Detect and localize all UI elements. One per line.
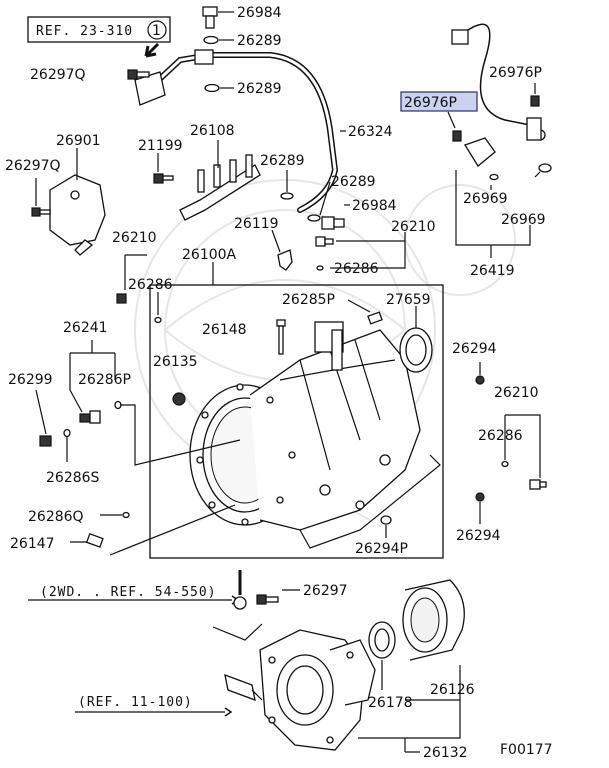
part-label-27659[interactable]: 27659 <box>386 292 431 308</box>
figure-code: F00177 <box>500 742 553 758</box>
part-label-26294[interactable]: 26294 <box>452 341 497 357</box>
part-label-26286[interactable]: 26286 <box>128 277 173 293</box>
part-label-26210[interactable]: 26210 <box>494 385 539 401</box>
part-label-26126[interactable]: 26126 <box>430 682 475 698</box>
bolt-icon <box>116 293 127 304</box>
part-label-26984[interactable]: 26984 <box>237 5 282 21</box>
part-labels: 26984 26289 26297Q 26289 26324 26901 211… <box>5 5 553 761</box>
o-ring-icon <box>538 163 552 173</box>
part-label-26289[interactable]: 26289 <box>237 81 282 97</box>
bolt-icon <box>202 6 218 29</box>
o-ring-icon <box>154 316 162 324</box>
plug-drawing <box>367 311 383 325</box>
svg-text:(2WD. . REF. 54-550): (2WD. . REF. 54-550) <box>40 585 217 600</box>
part-label-26289[interactable]: 26289 <box>331 174 376 190</box>
part-label-26324[interactable]: 26324 <box>348 124 393 140</box>
plug-drawing <box>79 410 101 424</box>
part-label-26976p[interactable]: 26976P <box>489 65 542 81</box>
part-label-26419[interactable]: 26419 <box>470 263 515 279</box>
part-label-26297[interactable]: 26297 <box>303 583 348 599</box>
transfer-case-drawing <box>259 629 376 751</box>
part-label-26119[interactable]: 26119 <box>234 216 279 232</box>
o-ring-icon <box>203 35 219 45</box>
part-label-26286q[interactable]: 26286Q <box>28 509 84 525</box>
svg-text:(REF. 11-100): (REF. 11-100) <box>78 695 193 710</box>
bracket-drawing <box>49 174 106 256</box>
o-ring-icon <box>307 214 321 222</box>
o-ring-icon <box>316 265 324 271</box>
sensor-icon <box>451 23 546 167</box>
housing-cup-drawing <box>402 579 465 661</box>
part-label-26210[interactable]: 26210 <box>112 230 157 246</box>
bolt-icon <box>127 69 150 80</box>
part-label-26148[interactable]: 26148 <box>202 322 247 338</box>
bolt-icon <box>530 95 540 107</box>
oil-seal-drawing <box>399 327 433 373</box>
bolt-icon <box>315 236 334 247</box>
ref-23-310-box[interactable]: REF. 23-310 1 <box>27 16 171 43</box>
part-label-26299[interactable]: 26299 <box>8 372 53 388</box>
part-label-26289[interactable]: 26289 <box>260 153 305 169</box>
bolt-icon <box>529 479 547 490</box>
part-label-26286[interactable]: 26286 <box>334 261 379 277</box>
part-label-26969[interactable]: 26969 <box>501 212 546 228</box>
part-highlight-26976p <box>400 91 478 112</box>
plug-drawing <box>172 392 186 406</box>
o-ring-icon <box>63 428 71 438</box>
part-label-26210[interactable]: 26210 <box>391 219 436 235</box>
bolt-icon <box>321 216 345 230</box>
part-label-26132[interactable]: 26132 <box>423 745 468 761</box>
ref-11-100-link[interactable]: (REF. 11-100) <box>75 695 225 713</box>
bolt-icon <box>31 207 51 217</box>
part-label-26984[interactable]: 26984 <box>352 198 397 214</box>
arrow-icon <box>144 42 160 58</box>
oil-tube-drawing <box>134 49 339 213</box>
plug-drawing <box>85 533 104 548</box>
o-ring-icon <box>204 83 220 93</box>
o-ring-icon <box>380 515 392 525</box>
pin-drawing <box>276 319 286 355</box>
part-label-26294p[interactable]: 26294P <box>355 541 408 557</box>
oil-seal-drawing <box>368 621 396 659</box>
fitting-drawing <box>277 249 293 271</box>
gasket-icon <box>224 673 263 702</box>
svg-text:1: 1 <box>152 23 161 39</box>
o-ring-icon <box>475 375 485 385</box>
o-ring-icon <box>122 511 130 519</box>
part-label-26285p[interactable]: 26285P <box>282 292 335 308</box>
part-label-26241[interactable]: 26241 <box>63 320 108 336</box>
part-label-26286s[interactable]: 26286S <box>46 470 100 486</box>
svg-text:REF. 23-310: REF. 23-310 <box>36 24 133 39</box>
part-label-26901[interactable]: 26901 <box>56 133 101 149</box>
bolt-icon <box>153 173 174 184</box>
part-label-21199[interactable]: 21199 <box>138 138 183 154</box>
o-ring-icon <box>475 492 485 502</box>
part-label-26969[interactable]: 26969 <box>463 191 508 207</box>
part-label-26100a[interactable]: 26100A <box>182 247 237 263</box>
part-label-26286[interactable]: 26286 <box>478 428 523 444</box>
part-label-26147[interactable]: 26147 <box>10 536 55 552</box>
ref-2wd-link[interactable]: (2WD. . REF. 54-550) <box>28 585 232 601</box>
part-label-26976p-highlighted[interactable]: 26976P <box>404 95 457 111</box>
part-label-26297q[interactable]: 26297Q <box>30 67 86 83</box>
harness-terminal-drawing <box>233 570 247 610</box>
o-ring-icon <box>489 173 499 181</box>
part-label-26294[interactable]: 26294 <box>456 528 501 544</box>
part-label-26108[interactable]: 26108 <box>190 123 235 139</box>
part-label-26135[interactable]: 26135 <box>153 354 198 370</box>
case-frame <box>149 284 444 559</box>
part-label-26286p[interactable]: 26286P <box>78 372 131 388</box>
harness-bracket-drawing <box>179 154 261 221</box>
transmission-case-drawing <box>189 321 441 549</box>
part-label-26178[interactable]: 26178 <box>368 695 413 711</box>
bolt-icon <box>39 435 52 447</box>
o-ring-icon <box>501 460 509 468</box>
bolt-icon <box>452 130 462 142</box>
part-label-26297q[interactable]: 26297Q <box>5 158 61 174</box>
part-label-26289[interactable]: 26289 <box>237 33 282 49</box>
arrow-icon <box>224 707 233 717</box>
bolt-icon <box>256 594 279 605</box>
o-ring-icon <box>280 192 294 200</box>
